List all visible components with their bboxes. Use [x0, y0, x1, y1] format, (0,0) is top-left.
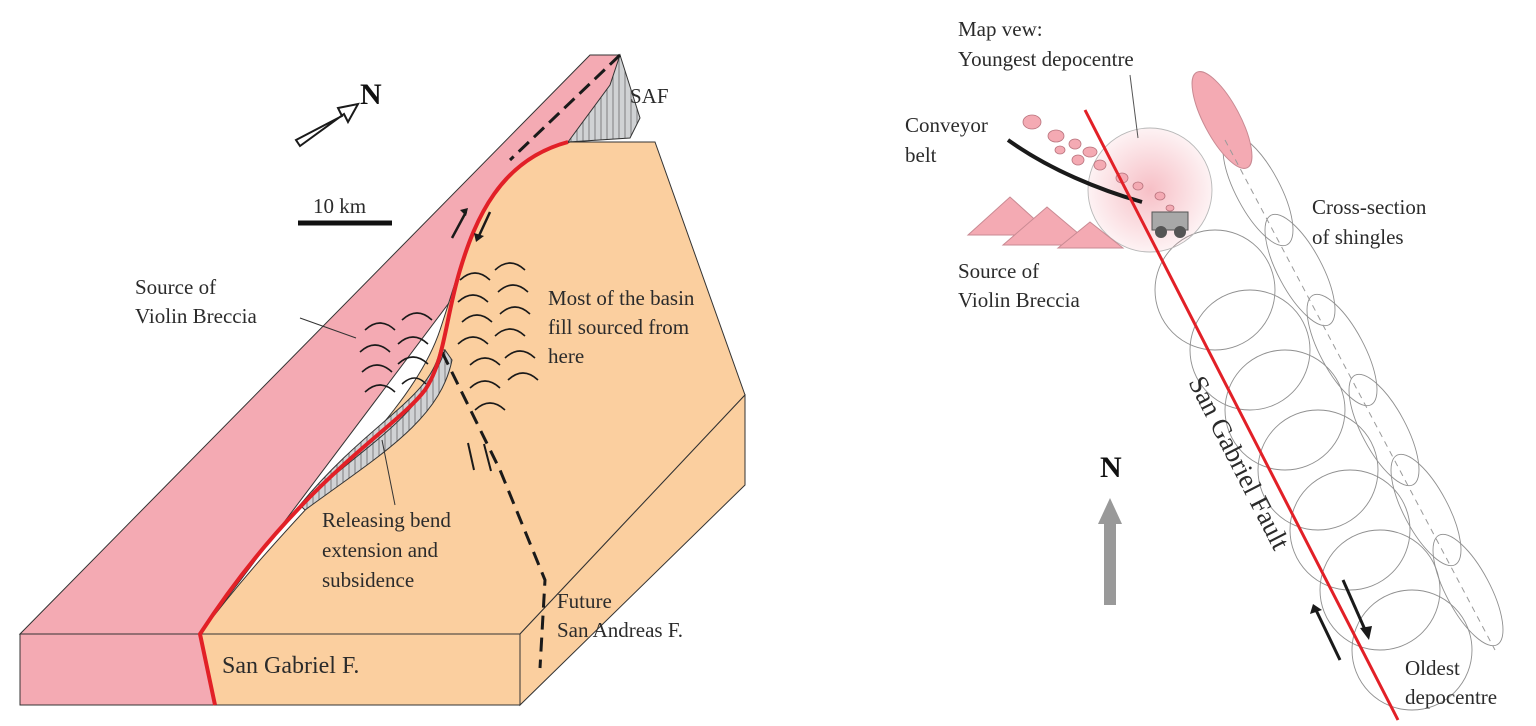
map-shear-arrow-down [1341, 579, 1368, 633]
map-view: N Map vew: Youngest depocentre Conveyor … [905, 17, 1504, 721]
shingles-label: Cross-section of shingles [1312, 195, 1432, 249]
san-gabriel-fault-map [1083, 109, 1400, 721]
map-title: Map vew: Youngest depocentre [958, 17, 1134, 71]
fault-label-right: San Gabriel Fault [1183, 371, 1296, 555]
depocentre-circles [1154, 229, 1473, 711]
north-label-left: N [360, 78, 382, 111]
scale-label: 10 km [313, 194, 366, 218]
basin-label: Most of the basin fill sourced from here [548, 286, 700, 368]
map-shear-arrow-down-head [1360, 626, 1372, 640]
cart-body [1151, 211, 1189, 231]
shear-arrow-up [450, 211, 468, 239]
shingle-axis [1224, 139, 1496, 651]
map-shear-arrow-up [1314, 609, 1342, 661]
pink-block-front [19, 633, 216, 706]
north-arrow-left [294, 102, 360, 148]
future-san-andreas-trace [440, 351, 547, 669]
saf-scarp [566, 53, 641, 143]
saf-dashed-trace [508, 53, 622, 162]
future-label: Future San Andreas F. [557, 589, 683, 642]
youngest-shingle [1191, 71, 1253, 169]
basin-arcs [457, 262, 539, 411]
source-label-left: Source of Violin Breccia [135, 275, 257, 328]
source-leader-left [299, 317, 357, 339]
north-label-right: N [1100, 451, 1122, 484]
shear-arrow-down [476, 211, 492, 239]
block-diagram: N 10 km SAF Source of Violin Breccia Mos… [18, 53, 746, 707]
future-arrow-up [467, 442, 475, 471]
cart-wheel-left [1155, 226, 1167, 238]
source-label-right: Source of Violin Breccia [958, 259, 1080, 312]
conveyor-belt-line [1006, 138, 1143, 204]
source-arcs [359, 312, 433, 393]
shingle-ellipses [1222, 133, 1504, 647]
shear-arrow-up-head [460, 208, 468, 216]
fault-label-left: San Gabriel F. [222, 653, 359, 679]
source-triangles [966, 196, 1125, 249]
oldest-label: Oldest depocentre [1405, 656, 1497, 709]
future-arrow-down [483, 443, 492, 472]
shear-arrow-down-head [474, 233, 484, 242]
saf-label: SAF [630, 84, 669, 108]
pebbles [1022, 114, 1175, 212]
conveyor-label: Conveyor belt [905, 113, 993, 167]
bend-label: Releasing bend extension and subsidence [322, 508, 456, 592]
san-gabriel-fault-trace [197, 140, 569, 706]
bend-leader [381, 439, 396, 506]
north-arrow-head [1098, 498, 1122, 524]
cart-wheel-right [1174, 226, 1186, 238]
youngest-leader [1129, 74, 1139, 139]
map-shear-arrow-up-head [1310, 604, 1322, 614]
